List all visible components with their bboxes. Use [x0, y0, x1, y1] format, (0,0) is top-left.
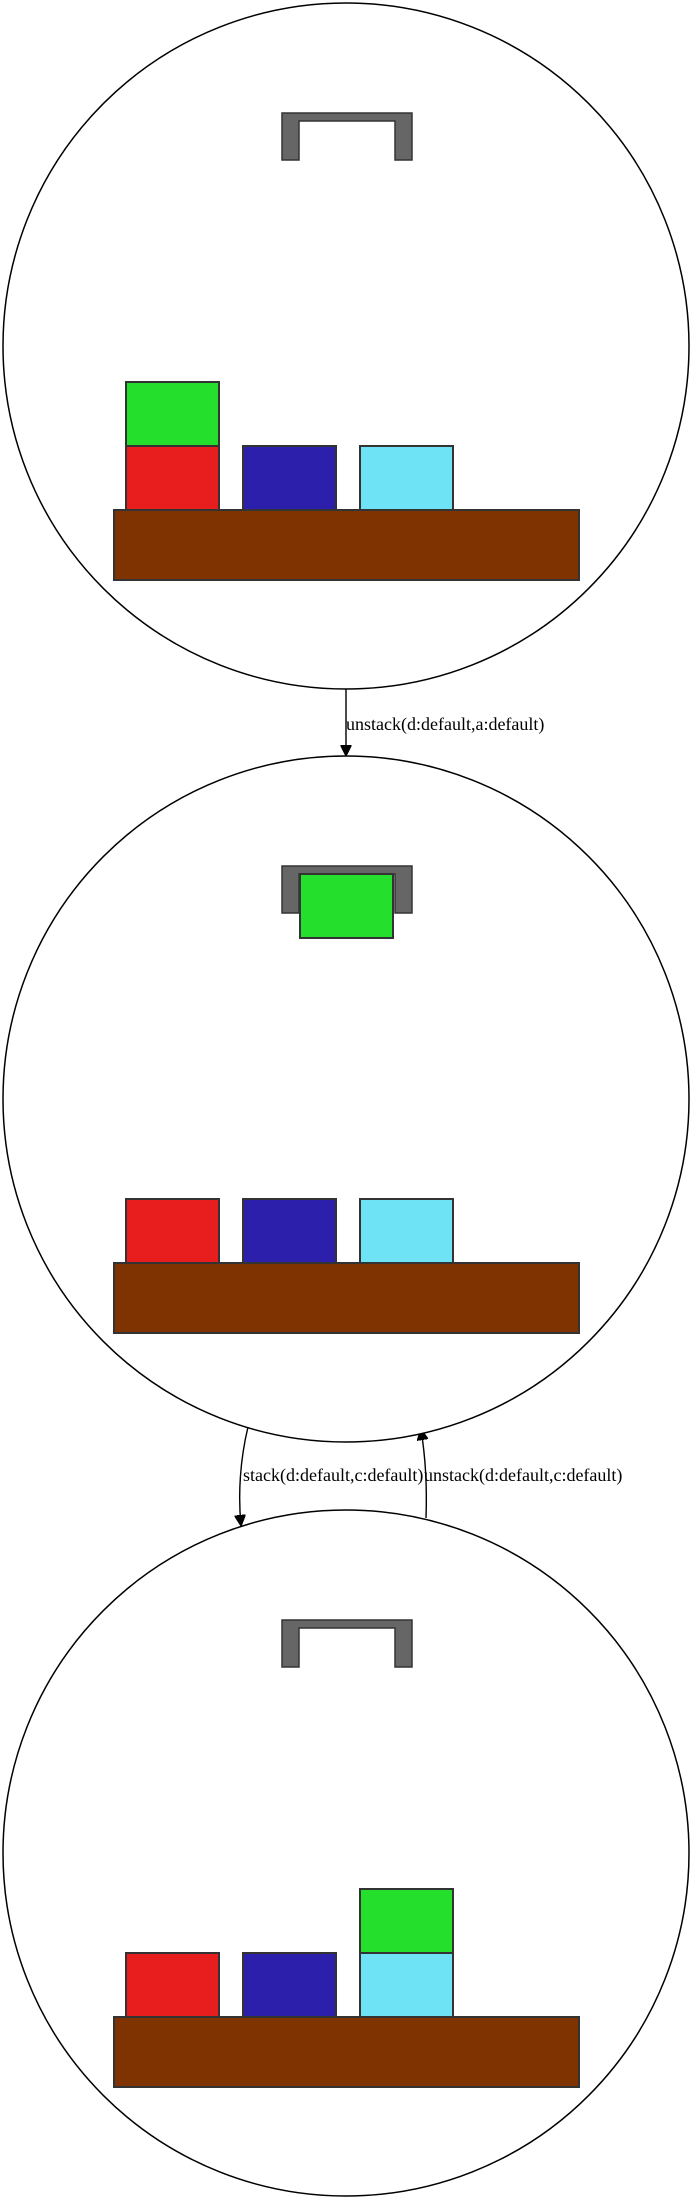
edge-state1-to-state2: unstack(d:default,a:default): [346, 688, 544, 755]
block-green: [359, 1888, 454, 1954]
state-2: [2, 755, 690, 1443]
held-block-green: [299, 873, 394, 939]
block-cyan: [359, 1198, 454, 1264]
edge-state3-to-state2: unstack(d:default,c:default): [421, 1430, 622, 1519]
edge-line: [240, 1426, 249, 1525]
block-cyan: [359, 445, 454, 511]
block-blue: [242, 445, 337, 511]
block-blue: [242, 1952, 337, 2018]
gripper-icon: [281, 112, 413, 161]
state-circle: [2, 1509, 690, 2197]
block-red: [125, 1952, 220, 2018]
table: [113, 509, 580, 581]
edge-label: unstack(d:default,c:default): [424, 1465, 622, 1486]
block-blue: [242, 1198, 337, 1264]
edge-label: stack(d:default,c:default): [243, 1465, 423, 1486]
table: [113, 1262, 580, 1334]
edge-label: unstack(d:default,a:default): [346, 714, 544, 735]
edges: unstack(d:default,a:default) stack(d:def…: [240, 688, 622, 1525]
block-red: [125, 1198, 220, 1264]
edge-state2-to-state3: stack(d:default,c:default): [240, 1426, 423, 1525]
state-circle: [2, 755, 690, 1443]
state-3: [2, 1509, 690, 2197]
gripper-icon: [281, 1619, 413, 1668]
gripper-icon: [281, 865, 413, 914]
state-1: [2, 2, 690, 690]
block-red: [125, 445, 220, 511]
state-circle: [2, 2, 690, 690]
block-cyan: [359, 1952, 454, 2018]
edge-line: [421, 1430, 426, 1519]
table: [113, 2016, 580, 2088]
block-green: [125, 381, 220, 447]
